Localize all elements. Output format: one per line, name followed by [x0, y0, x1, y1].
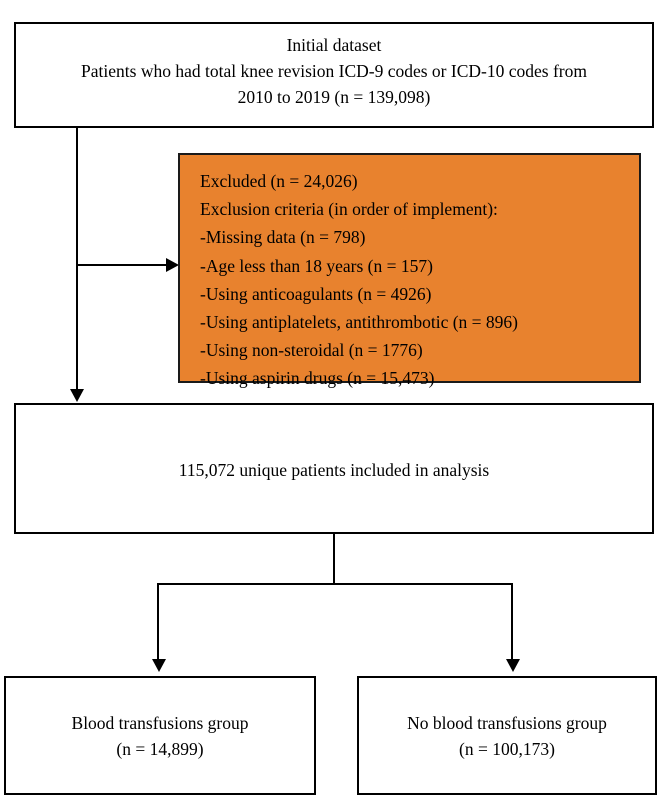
arrowhead-into-no-transfusion-box — [506, 659, 520, 672]
connector-included-split-stem — [333, 534, 335, 584]
node-included-in-analysis: 115,072 unique patients included in anal… — [14, 403, 654, 534]
connector-included-split-bar — [157, 583, 513, 585]
excluded-criterion-aspirin: -Using aspirin drugs (n = 15,473) — [200, 368, 435, 389]
node-no-blood-transfusions-group: No blood transfusions group (n = 100,173… — [357, 676, 657, 795]
excluded-criterion-non-steroidal: -Using non-steroidal (n = 1776) — [200, 340, 423, 361]
excluded-text-block: Excluded (n = 24,026) Exclusion criteria… — [200, 167, 631, 393]
excluded-criterion-age-under-18: -Age less than 18 years (n = 157) — [200, 255, 433, 276]
arrowhead-into-excluded-box — [166, 258, 179, 272]
node-included-label: 115,072 unique patients included in anal… — [178, 460, 490, 480]
node-initial-dataset-label: Initial dataset Patients who had total k… — [81, 35, 587, 107]
excluded-criterion-missing-data: -Missing data (n = 798) — [200, 227, 366, 248]
arrowhead-into-transfusion-box — [152, 659, 166, 672]
excluded-criterion-antiplatelets: -Using antiplatelets, antithrombotic (n … — [200, 312, 518, 333]
excluded-criterion-anticoagulants: -Using anticoagulants (n = 4926) — [200, 283, 432, 304]
excluded-header: Excluded (n = 24,026) — [200, 171, 358, 191]
connector-to-transfusion-box — [157, 583, 159, 661]
node-excluded: Excluded (n = 24,026) Exclusion criteria… — [178, 153, 641, 388]
connector-to-excluded-box — [76, 264, 168, 266]
connector-to-no-transfusion-box — [511, 583, 513, 661]
excluded-criteria-title: Exclusion criteria (in order of implemen… — [200, 199, 498, 220]
node-initial-dataset: Initial dataset Patients who had total k… — [14, 22, 654, 128]
node-no-blood-transfusions-label: No blood transfusions group (n = 100,173… — [407, 713, 607, 759]
node-blood-transfusions-group: Blood transfusions group (n = 14,899) — [4, 676, 316, 795]
arrowhead-into-included-box — [70, 389, 84, 402]
connector-initial-to-included — [76, 128, 78, 390]
node-blood-transfusions-label: Blood transfusions group (n = 14,899) — [71, 713, 249, 759]
